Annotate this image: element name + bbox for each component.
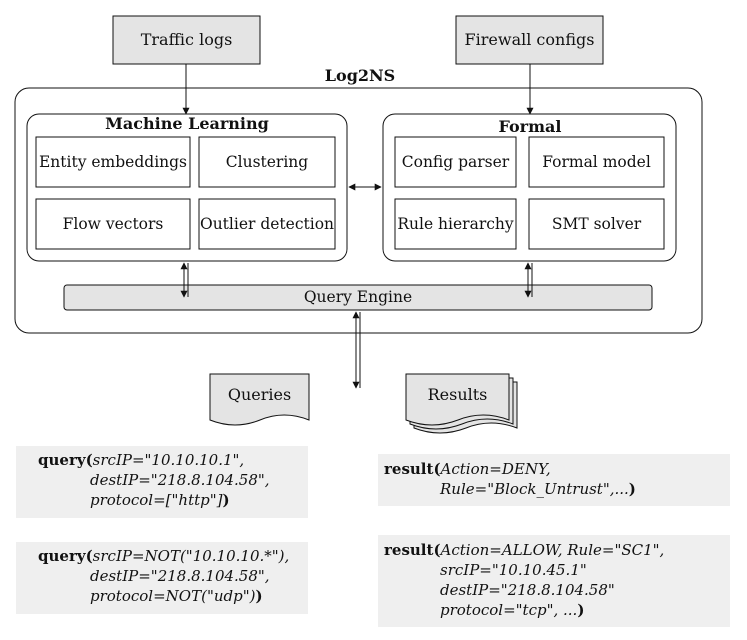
formal-smt-solver-label: SMT solver bbox=[551, 215, 642, 233]
query1-protocol: protocol=["http"] bbox=[90, 491, 223, 509]
query-example-1: query(srcIP="10.10.10.1", destIP="218.8.… bbox=[16, 446, 308, 518]
query1-close-paren: ) bbox=[222, 491, 230, 509]
firewall-configs-label: Firewall configs bbox=[464, 30, 595, 49]
ml-flow-vectors-label: Flow vectors bbox=[62, 215, 164, 233]
result1-close-paren: ) bbox=[628, 480, 636, 498]
query-engine-label: Query Engine bbox=[303, 288, 413, 306]
query-engine-io-double-arrow bbox=[352, 311, 361, 389]
result2-srcip: srcIP="10.10.45.1" bbox=[440, 561, 587, 579]
ml-clustering-box bbox=[198, 136, 336, 188]
query2-close-paren: ) bbox=[255, 587, 263, 605]
query-engine-bar bbox=[63, 284, 653, 311]
query-keyword: query bbox=[38, 451, 86, 469]
result1-action: Action=DENY, bbox=[440, 460, 551, 478]
ml-title: Machine Learning bbox=[87, 115, 287, 133]
ml-outlier-detection-label: Outlier detection bbox=[199, 215, 335, 233]
query-keyword: query bbox=[38, 547, 86, 565]
result2-protocol: protocol="tcp", ... bbox=[440, 601, 578, 619]
query1-srcip: srcIP="10.10.10.1", bbox=[92, 451, 245, 469]
query-example-2: query(srcIP=NOT("10.10.10.*"), destIP="2… bbox=[16, 542, 308, 614]
formal-rule-hierarchy-label: Rule hierarchy bbox=[397, 215, 514, 233]
formal-formal-model-label: Formal model bbox=[542, 153, 651, 171]
firewall-configs-box bbox=[455, 15, 604, 65]
ml-entity-embeddings-label: Entity embeddings bbox=[38, 153, 188, 171]
formal-title: Formal bbox=[498, 117, 562, 136]
query1-destip: destIP="218.8.104.58", bbox=[90, 471, 270, 489]
traffic-logs-label: Traffic logs bbox=[140, 30, 233, 49]
formal-config-parser-label: Config parser bbox=[401, 153, 510, 171]
result2-action-rule: Action=ALLOW, Rule="SC1", bbox=[440, 541, 665, 559]
log2ns-title: Log2NS bbox=[324, 66, 396, 85]
ml-clustering-label: Clustering bbox=[225, 153, 309, 171]
formal-smt-solver-box bbox=[528, 198, 665, 250]
traffic-logs-box bbox=[112, 15, 261, 65]
formal-config-parser-box bbox=[394, 136, 517, 188]
ml-outlier-detection-box bbox=[198, 198, 336, 250]
query2-protocol: protocol=NOT("udp") bbox=[90, 587, 256, 605]
result2-close-paren: ) bbox=[577, 601, 585, 619]
formal-rule-hierarchy-box bbox=[394, 198, 517, 250]
query2-destip: destIP="218.8.104.58", bbox=[90, 567, 270, 585]
result-example-2: result(Action=ALLOW, Rule="SC1", srcIP="… bbox=[378, 535, 730, 627]
query2-srcip: srcIP=NOT("10.10.10.*"), bbox=[92, 547, 290, 565]
ml-entity-embeddings-box bbox=[35, 136, 191, 188]
result-example-1: result(Action=DENY, Rule="Block_Untrust"… bbox=[378, 454, 730, 506]
results-label: Results bbox=[427, 385, 488, 404]
queries-document-shape bbox=[209, 373, 310, 426]
results-document-stack bbox=[405, 373, 518, 434]
result1-rule: Rule="Block_Untrust",... bbox=[440, 480, 629, 498]
ml-query-engine-double-arrow bbox=[180, 262, 189, 298]
queries-label: Queries bbox=[227, 385, 292, 404]
result-keyword: result bbox=[384, 541, 434, 559]
ml-flow-vectors-box bbox=[35, 198, 191, 250]
formal-formal-model-box bbox=[528, 136, 665, 188]
formal-query-engine-double-arrow bbox=[524, 262, 533, 298]
result-keyword: result bbox=[384, 460, 434, 478]
result2-destip: destIP="218.8.104.58" bbox=[440, 581, 615, 599]
